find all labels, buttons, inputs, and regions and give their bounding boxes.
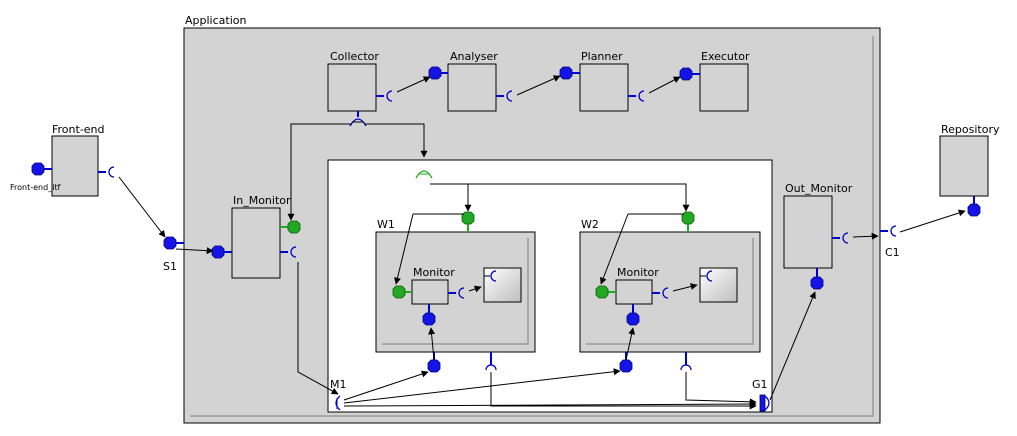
out-monitor-label: Out_Monitor — [785, 182, 853, 195]
w1-external-provided-port[interactable] — [427, 359, 441, 373]
composite-green-multicast-port[interactable] — [415, 170, 433, 179]
w1-monitor-provided-port[interactable] — [422, 312, 436, 326]
collector-required-port[interactable] — [386, 90, 393, 102]
w2-monitor-required-port[interactable] — [662, 287, 669, 299]
front-end-label: Front-end — [52, 123, 105, 136]
collector-component[interactable]: Collector — [327, 50, 393, 127]
connections — [118, 75, 966, 410]
front-end-required-port[interactable] — [108, 166, 115, 178]
w1-subcomponent-port[interactable] — [490, 270, 497, 282]
c1-label: C1 — [885, 246, 900, 259]
executor-component[interactable]: Executor — [679, 50, 750, 112]
analyser-component[interactable]: Analyser — [428, 50, 513, 112]
analyser-provided-port[interactable] — [428, 66, 442, 80]
w2-component[interactable]: W2 Monitor — [579, 211, 761, 353]
repository-provided-port[interactable] — [967, 203, 981, 217]
executor-provided-port[interactable] — [679, 67, 693, 81]
w1-monitor-box[interactable] — [411, 279, 449, 305]
m1-multicast-port[interactable]: M1 — [330, 378, 347, 411]
s1-port-icon[interactable] — [163, 236, 177, 250]
collector-label: Collector — [330, 50, 379, 63]
g1-gathercast-port[interactable]: G1 — [752, 378, 770, 412]
repository-label: Repository — [941, 123, 1000, 136]
w1-external-required-port[interactable] — [485, 364, 497, 371]
out-monitor-provided-port[interactable] — [810, 276, 824, 290]
planner-label: Planner — [581, 50, 623, 63]
w2-label: W2 — [581, 218, 599, 231]
w2-monitor-control-port[interactable] — [595, 285, 609, 299]
in-monitor-required-port[interactable] — [290, 246, 297, 258]
front-end-provided-port[interactable] — [31, 162, 45, 176]
s1-label: S1 — [163, 260, 177, 273]
w2-external-provided-port[interactable] — [619, 359, 633, 373]
in-monitor-control-port[interactable] — [287, 220, 301, 234]
w2-subcomponent-port[interactable] — [706, 270, 713, 282]
w2-monitor-label: Monitor — [617, 266, 659, 279]
analyser-label: Analyser — [450, 50, 498, 63]
analyser-required-port[interactable] — [506, 90, 513, 102]
c1-port-icon[interactable] — [890, 225, 897, 237]
w1-monitor-label: Monitor — [413, 266, 455, 279]
planner-provided-port[interactable] — [559, 66, 573, 80]
planner-component[interactable]: Planner — [559, 50, 645, 112]
c1-binding-port[interactable]: C1 — [880, 225, 900, 259]
w1-subcomponent-box[interactable] — [483, 267, 522, 303]
m1-label: M1 — [330, 378, 347, 391]
w1-monitor-required-port[interactable] — [458, 287, 465, 299]
g1-label: G1 — [752, 378, 768, 391]
application-label: Application — [185, 14, 246, 27]
in-monitor-label: In_Monitor — [233, 194, 291, 207]
w1-label: W1 — [377, 218, 395, 231]
repository-component[interactable]: Repository — [939, 123, 1000, 217]
in-monitor-provided-port[interactable] — [211, 245, 225, 259]
out-monitor-component[interactable]: Out_Monitor — [783, 182, 853, 290]
front-end-component[interactable]: Front-end Front-end_itf — [10, 123, 115, 197]
s1-binding-port[interactable]: S1 — [163, 236, 184, 273]
w1-component[interactable]: W1 Monitor — [375, 211, 536, 353]
w2-monitor-box[interactable] — [615, 279, 653, 305]
w2-monitor-provided-port[interactable] — [626, 312, 640, 326]
w2-external-required-port[interactable] — [680, 364, 692, 371]
in-monitor-component[interactable]: In_Monitor — [211, 194, 301, 279]
out-monitor-required-port[interactable] — [842, 232, 849, 244]
executor-label: Executor — [701, 50, 750, 63]
w1-monitor-control-port[interactable] — [392, 285, 406, 299]
planner-required-port[interactable] — [638, 90, 645, 102]
w2-subcomponent-box[interactable] — [699, 267, 738, 303]
front-end-interface-label: Front-end_itf — [10, 183, 61, 192]
